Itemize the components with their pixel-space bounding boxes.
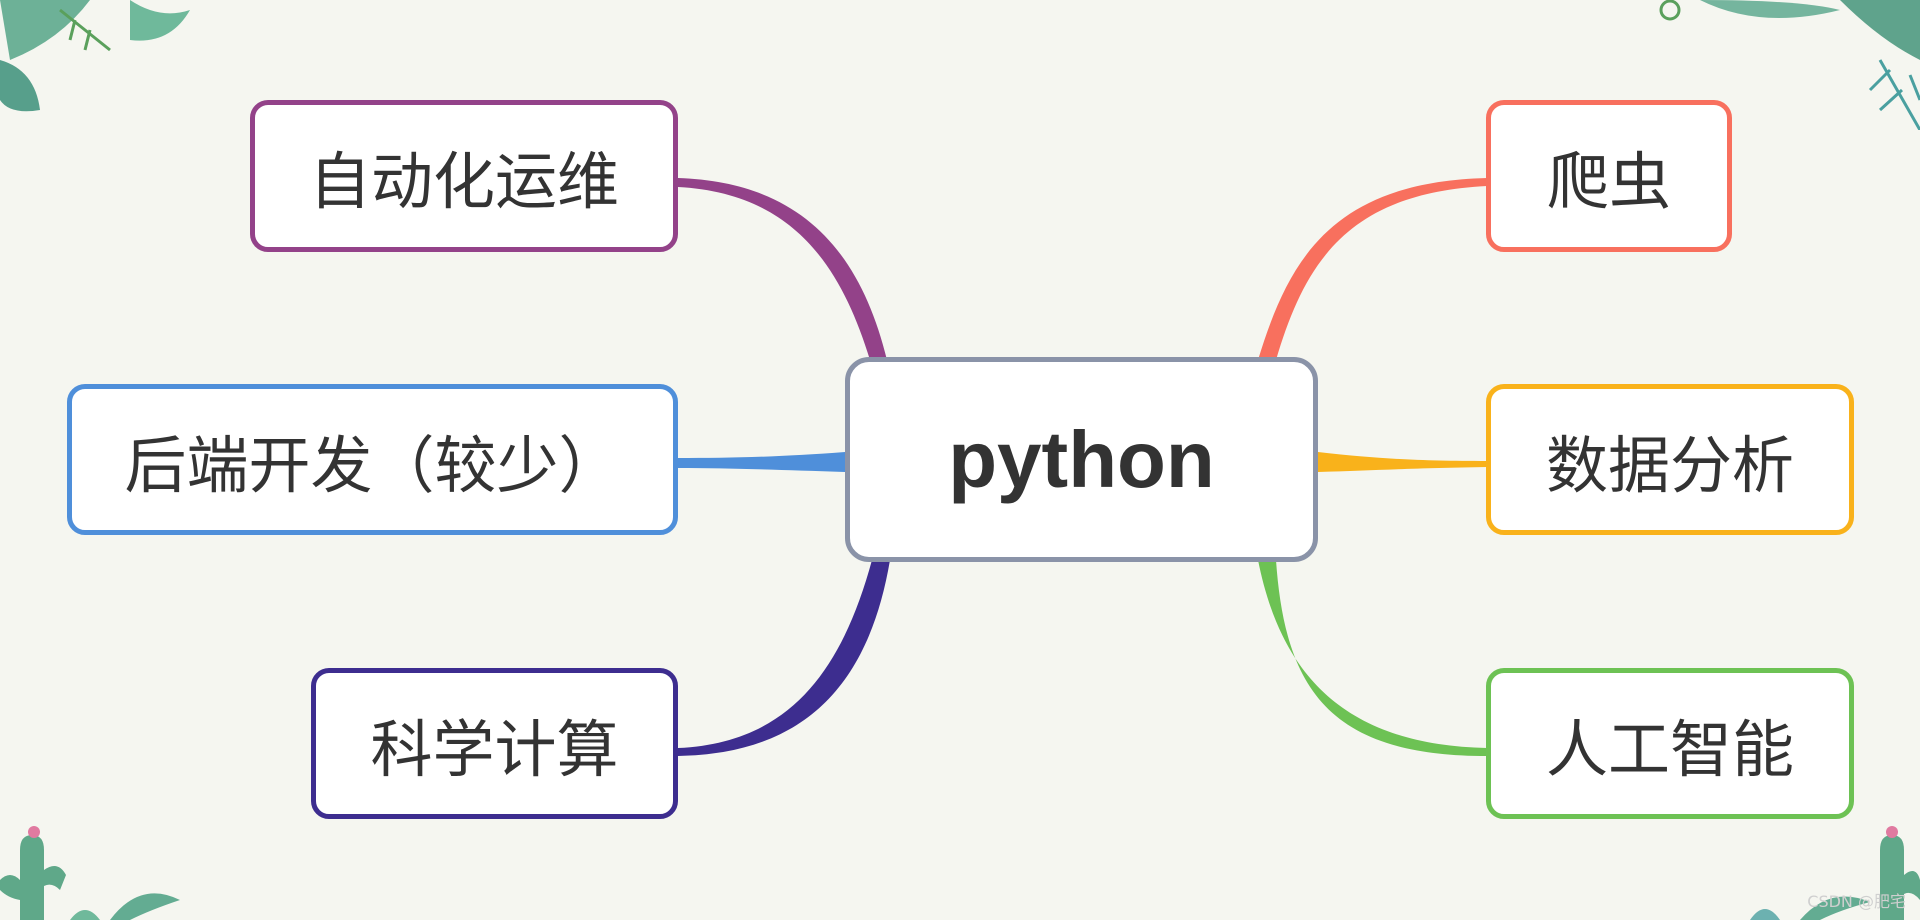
- connector-data-analysis: [1318, 452, 1487, 472]
- center-node-label: python: [948, 414, 1215, 504]
- center-node-python[interactable]: python: [845, 357, 1318, 562]
- branch-label-automation: 自动化运维: [308, 145, 619, 218]
- cactus-decoration-bottom-right: [1750, 826, 1920, 920]
- watermark: CSDN @肥宅: [1807, 892, 1906, 911]
- connector-scientific: [678, 560, 890, 756]
- connector-automation: [678, 178, 887, 360]
- branch-node-ai[interactable]: 人工智能: [1486, 668, 1854, 819]
- branch-node-scientific[interactable]: 科学计算: [311, 668, 678, 819]
- connector-crawler: [1258, 178, 1487, 360]
- leaf-decoration-top-left: [0, 0, 190, 112]
- branch-label-ai: 人工智能: [1545, 712, 1794, 786]
- branch-node-crawler[interactable]: 爬虫: [1486, 100, 1732, 252]
- connector-backend: [678, 452, 845, 472]
- branch-node-automation[interactable]: 自动化运维: [250, 100, 678, 252]
- branch-label-data-analysis: 数据分析: [1545, 428, 1794, 502]
- branch-label-crawler: 爬虫: [1546, 145, 1671, 218]
- branch-node-backend[interactable]: 后端开发（较少）: [67, 384, 678, 535]
- cactus-decoration-bottom-left: [0, 826, 180, 920]
- connector-ai: [1258, 560, 1487, 756]
- branch-node-data-analysis[interactable]: 数据分析: [1486, 384, 1854, 535]
- branch-label-backend: 后端开发（较少）: [124, 428, 621, 502]
- leaf-decoration-top-right: [1659, 0, 1920, 130]
- branch-label-scientific: 科学计算: [370, 712, 619, 786]
